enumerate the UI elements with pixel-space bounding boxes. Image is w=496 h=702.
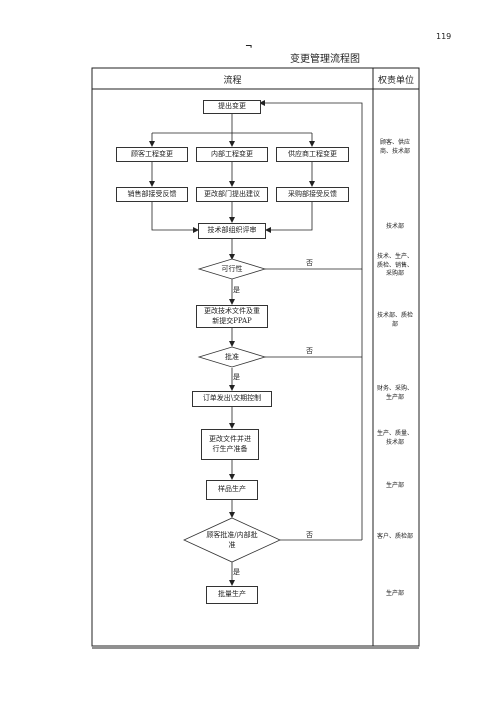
resp-production-prep: 生产、质量、技术部 [376,430,413,446]
node-raise-change: 提出变更 [203,100,261,114]
node-revise-docs: 更改技术文件及重新提交PPAP [196,305,268,328]
feasibility-diamond [197,258,267,280]
header-responsible-unit: 权责单位 [377,76,414,86]
resp-change-request: 顾客、供应商、技术部 [379,139,410,155]
resp-sample-production: 生产部 [385,482,404,489]
resp-tech-review: 技术部 [385,223,404,230]
table-border [91,67,420,647]
scan-mark: ¬ [245,42,253,52]
label-yes-customer-approval: 是 [233,568,240,576]
label-no-customer-approval: 否 [306,531,313,539]
label-no-feasibility: 否 [306,259,313,267]
approval-diamond [197,346,267,368]
resp-revise-docs: 技术部、质检部 [376,312,413,328]
node-dept-proposal: 更改部门提出建议 [196,187,268,202]
node-internal-change: 内部工程变更 [196,147,268,162]
node-feasibility: 可行性 [221,264,243,273]
node-sample-production: 样品生产 [206,480,258,500]
label-yes-approval: 是 [233,373,240,381]
label-yes-feasibility: 是 [233,286,240,294]
resp-order-control: 财务、采购、生产部 [376,385,413,401]
label-no-approval: 否 [306,347,313,355]
node-order-control: 订单发出\交期控制 [192,391,272,407]
node-supplier-change: 供应商工程变更 [276,147,349,162]
resp-customer-approval: 客户、质检部 [376,533,413,540]
resp-feasibility: 技术、生产、质检、销售、采购部 [376,253,413,278]
node-tech-review: 技术部组织评审 [198,223,266,239]
page-title: 变更管理流程图 [290,54,360,65]
node-approval: 批准 [225,352,239,361]
resp-mass-production: 生产部 [385,590,404,597]
node-production-prep: 更改文件并进行生产准备 [201,429,259,460]
node-mass-production: 批量生产 [206,586,258,604]
node-customer-approval: 顾客批准/内部批准 [206,530,258,549]
page-number: 119 [436,32,452,41]
header-process: 流程 [223,76,242,86]
customer-approval-diamond [183,517,281,563]
node-sales-feedback: 销售部接受反馈 [116,187,188,202]
node-purchase-feedback: 采购部接受反馈 [276,187,349,202]
node-customer-change: 顾客工程变更 [116,147,188,162]
